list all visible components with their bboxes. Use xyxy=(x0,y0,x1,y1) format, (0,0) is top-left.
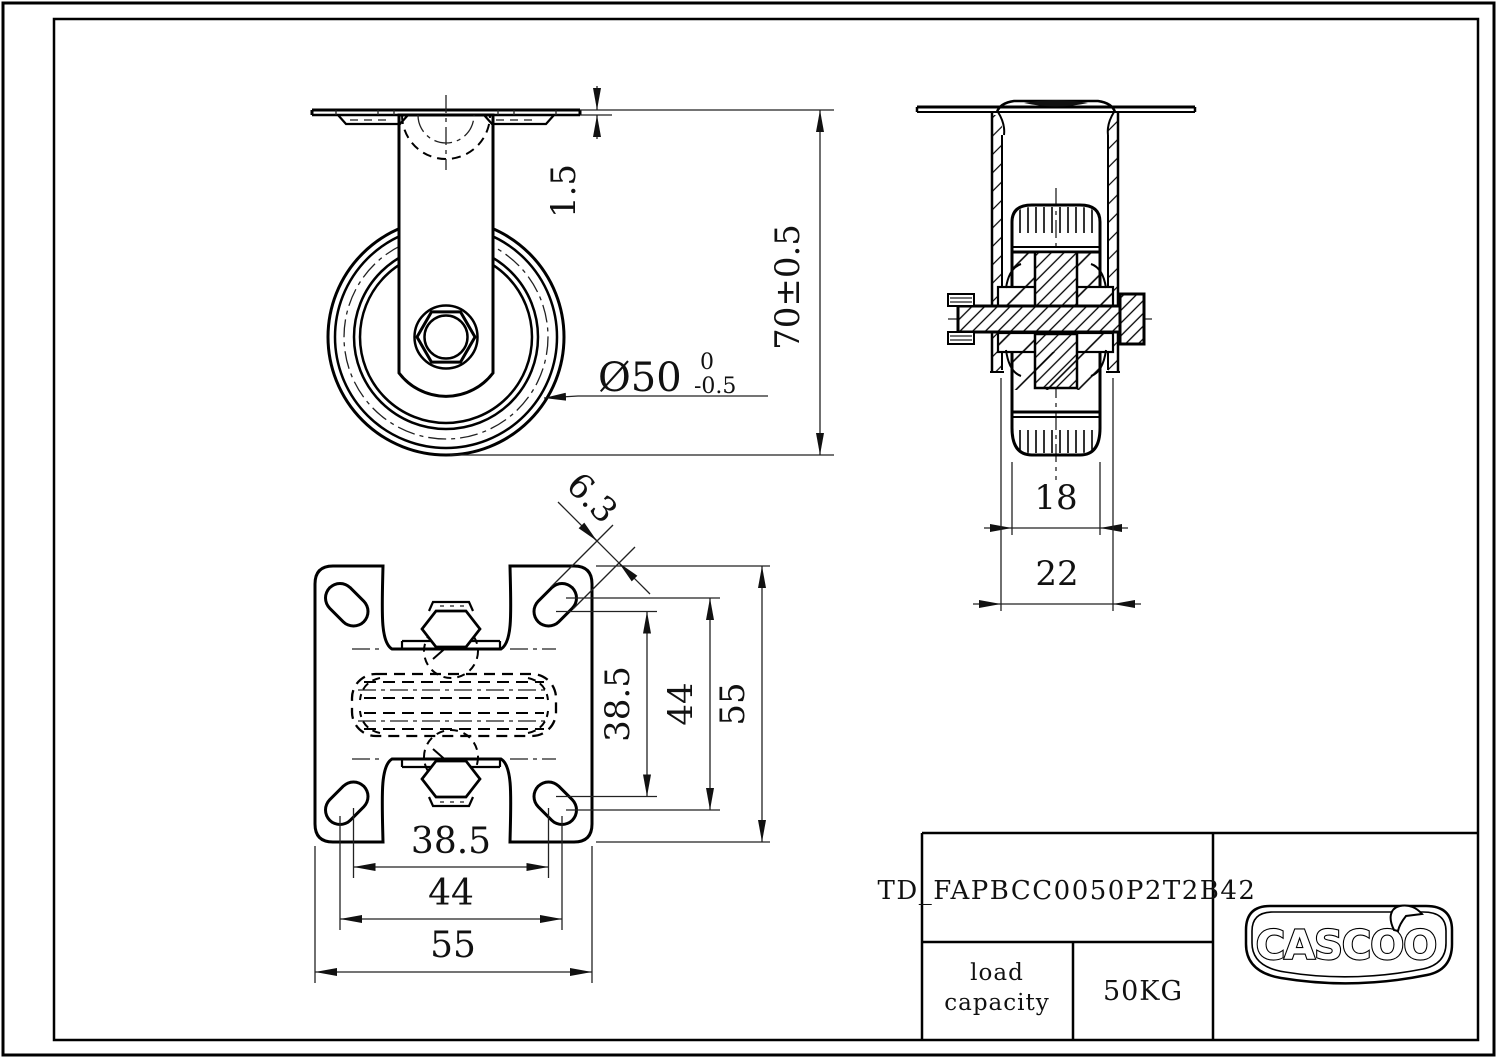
dim-bolt-spacing-min-v: 38.5 xyxy=(598,666,638,742)
brand-name: CASCOO xyxy=(1256,923,1436,969)
dim-wheel-diameter: Ø50 xyxy=(598,355,682,401)
title-block: TD_FAPBCC0050P2T2B42 load capacity 50KG … xyxy=(878,831,1478,1040)
brand-logo: CASCOO xyxy=(1244,904,1454,985)
wheel-centerline-circle xyxy=(343,234,549,440)
wheel-tread-top xyxy=(1010,203,1102,254)
axle xyxy=(956,304,1144,334)
dim-bolt-spacing-max-h: 44 xyxy=(428,873,474,914)
mounting-slots xyxy=(324,582,578,826)
load-capacity-label-line1: load xyxy=(970,960,1024,986)
bearing-block xyxy=(1033,250,1079,308)
dim-wheel-dia-tol-lower: -0.5 xyxy=(694,374,736,399)
axle-washer xyxy=(947,331,975,345)
dim-slot-width: 6.3 xyxy=(559,465,626,532)
load-capacity-label-line2: capacity xyxy=(944,990,1050,1016)
caster-arrow-icon xyxy=(1389,904,1424,933)
dim-bolt-spacing-min-h: 38.5 xyxy=(411,821,491,862)
axle-end-block xyxy=(1118,292,1146,346)
axle-washer xyxy=(947,293,975,307)
plate-dimple xyxy=(483,114,555,126)
plate-top-view: 38.5 44 55 6.3 38.5 44 55 xyxy=(313,465,770,983)
hidden-weld-hole xyxy=(401,114,491,160)
plate-dimple xyxy=(337,114,409,126)
inner-border xyxy=(52,17,1480,1042)
dim-bolt-spacing-max-v: 44 xyxy=(661,682,701,725)
dim-plate-size-h: 55 xyxy=(430,925,476,966)
dim-plate-size-v: 55 xyxy=(713,682,753,725)
front-view: 1.5 70±0.5 Ø50 0 -0.5 xyxy=(310,86,834,457)
rivet-hex-nut xyxy=(420,759,482,799)
mounting-plate-outline xyxy=(313,564,594,844)
diameter-leader xyxy=(543,392,768,401)
load-capacity-value: 50KG xyxy=(1103,976,1183,1007)
dim-overall-height: 70±0.5 xyxy=(768,224,808,350)
part-number: TD_FAPBCC0050P2T2B42 xyxy=(878,876,1257,906)
dim-hub-width: 22 xyxy=(1035,554,1078,594)
side-view: 18 22 xyxy=(915,99,1197,611)
hidden-wheel-outline xyxy=(350,672,558,738)
wheel-tread-bottom xyxy=(1010,410,1102,457)
axle-hex-nut xyxy=(415,310,477,364)
dim-plate-thickness: 1.5 xyxy=(544,164,584,218)
rivet-hex-nut xyxy=(420,609,482,649)
dim-wheel-dia-tol-upper: 0 xyxy=(700,350,714,375)
dim-wheel-width: 18 xyxy=(1034,478,1077,518)
